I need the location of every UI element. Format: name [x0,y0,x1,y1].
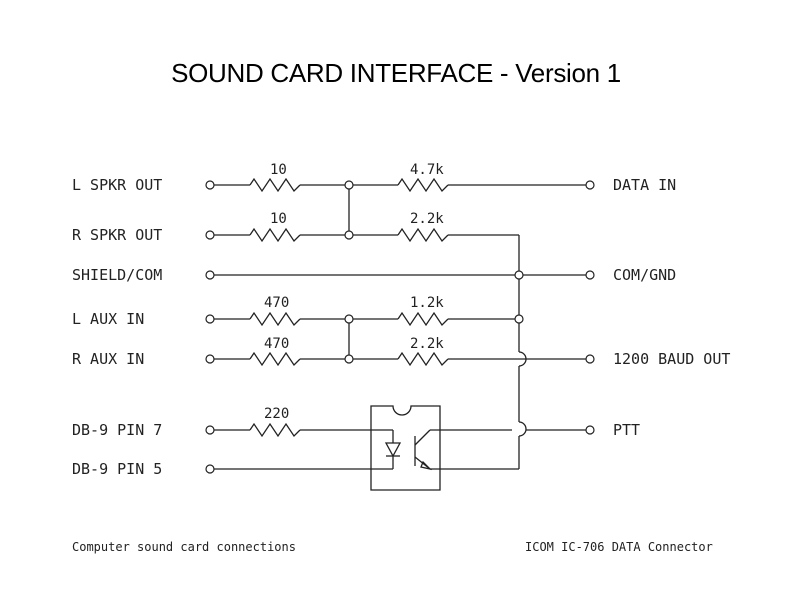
wire-crossover [518,421,527,437]
diagram-title: SOUND CARD INTERFACE - Version 1 [171,58,621,88]
resistor-r6 [397,311,449,327]
resistor-r2 [397,177,449,193]
caption-icom-data-connector: ICOM IC-706 DATA Connector [525,540,713,554]
terminal [585,354,595,364]
terminal [205,180,215,190]
label-com-gnd: COM/GND [613,266,677,284]
label-1200-baud-out: 1200 BAUD OUT [613,350,731,368]
resistor-value-r8: 2.2k [410,336,444,352]
junction-node [344,180,354,190]
terminal [205,354,215,364]
label-l-aux-in: L AUX IN [72,310,145,328]
led-diode [384,442,402,458]
label-l-spkr-out: L SPKR OUT [72,176,163,194]
resistor-value-r7: 470 [264,336,290,352]
resistor-r5 [249,311,301,327]
resistor-value-r3: 10 [270,211,287,227]
resistor-r3 [249,227,301,243]
junction-node [344,230,354,240]
resistor-value-r2: 4.7k [410,162,444,178]
label-r-aux-in: R AUX IN [72,350,145,368]
terminal [205,464,215,474]
terminal [205,425,215,435]
caption-sound-card-connections: Computer sound card connections [72,540,296,554]
resistor-r7 [249,351,301,367]
label-shield-com: SHIELD/COM [72,266,163,284]
phototransistor-collector [414,429,431,446]
resistor-value-r9: 220 [264,406,290,422]
junction-node [514,314,524,324]
label-r-spkr-out: R SPKR OUT [72,226,163,244]
terminal [585,180,595,190]
resistor-r8 [397,351,449,367]
junction-node [344,314,354,324]
terminal [205,270,215,280]
terminal [585,425,595,435]
resistor-value-r6: 1.2k [410,295,444,311]
terminal [585,270,595,280]
terminal [205,314,215,324]
optocoupler-package [370,405,441,491]
resistor-r4 [397,227,449,243]
resistor-value-r4: 2.2k [410,211,444,227]
junction-node [344,354,354,364]
terminal [205,230,215,240]
resistor-value-r5: 470 [264,295,290,311]
resistor-value-r1: 10 [270,162,287,178]
label-data-in: DATA IN [613,176,677,194]
label-db9-pin5: DB-9 PIN 5 [72,460,163,478]
emitter-arrow [420,460,433,471]
label-ptt: PTT [613,421,641,439]
label-db9-pin7: DB-9 PIN 7 [72,421,163,439]
resistor-r1 [249,177,301,193]
junction-node [514,270,524,280]
resistor-r9 [249,422,301,438]
